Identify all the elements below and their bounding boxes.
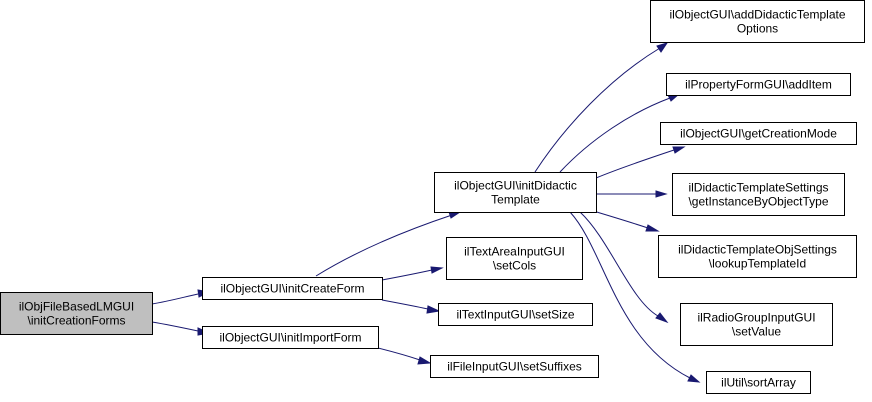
node-label-line: \setCols xyxy=(493,259,536,273)
edge-didactic-to-addDidactic xyxy=(534,42,669,173)
edge-importForm-to-setSuffixes xyxy=(377,347,432,365)
node-ilObjectGUI-initCreateForm[interactable]: ilObjectGUI\initCreateForm xyxy=(202,277,383,300)
node-label-line: ilFileInputGUI\setSuffixes xyxy=(447,360,582,374)
node-label-line: ilObjectGUI\initDidactic xyxy=(454,179,577,193)
node-ilFileInputGUI-setSuffixes[interactable]: ilFileInputGUI\setSuffixes xyxy=(430,355,599,378)
node-label-line: ilTextAreaInputGUI xyxy=(464,245,565,259)
node-ilRadioGroupInputGUI-setValue[interactable]: ilRadioGroupInputGUI\setValue xyxy=(680,303,833,346)
node-label-line: ilUtil\sortArray xyxy=(721,376,796,390)
node-label-line: ilTextInputGUI\setSize xyxy=(456,308,574,322)
nodes: ilObjFileBasedLMGUI\initCreationForms il… xyxy=(0,0,865,394)
node-ilPropertyFormGUI-addItem[interactable]: ilPropertyFormGUI\addItem xyxy=(666,73,851,96)
node-ilObjectGUI-initImportForm[interactable]: ilObjectGUI\initImportForm xyxy=(202,326,379,349)
node-label-line: ilObjectGUI\getCreationMode xyxy=(680,127,837,141)
edge-didactic-to-sortArray xyxy=(569,211,701,383)
edge-didactic-to-getInstance xyxy=(595,190,668,198)
node-label-line: ilObjectGUI\addDidacticTemplate xyxy=(669,8,845,22)
edge-root-to-createForm xyxy=(151,289,211,305)
node-ilDidacticTemplateSettings-getInstanceByObjectType[interactable]: ilDidacticTemplateSettings\getInstanceBy… xyxy=(672,173,845,216)
node-ilUtil-sortArray[interactable]: ilUtil\sortArray xyxy=(706,371,811,394)
node-ilTextAreaInputGUI-setCols[interactable]: ilTextAreaInputGUI\setCols xyxy=(446,237,583,280)
edge-root-to-importForm xyxy=(151,321,211,336)
node-label-line: ilDidacticTemplateObjSettings xyxy=(678,243,837,257)
edge-didactic-to-lookup xyxy=(589,209,660,232)
node-label-line: ilRadioGroupInputGUI xyxy=(697,311,815,325)
edge-didactic-to-creationMode xyxy=(595,146,686,179)
node-ilTextInputGUI-setSize[interactable]: ilTextInputGUI\setSize xyxy=(438,303,593,326)
edge-createForm-to-didactic xyxy=(315,211,462,277)
node-label-line: ilPropertyFormGUI\addItem xyxy=(685,78,832,92)
node-label-line: \initCreationForms xyxy=(27,314,125,328)
node-ilDidacticTemplateObjSettings-lookupTemplateId[interactable]: ilDidacticTemplateObjSettings\lookupTemp… xyxy=(658,235,857,278)
node-ilObjectGUI-getCreationMode[interactable]: ilObjectGUI\getCreationMode xyxy=(660,122,857,145)
edges xyxy=(151,42,701,383)
node-label-line: ilDidacticTemplateSettings xyxy=(688,181,828,195)
node-label-line: Options xyxy=(737,22,778,36)
node-label-line: ilObjFileBasedLMGUI xyxy=(19,300,134,314)
node-label-line: ilObjectGUI\initCreateForm xyxy=(220,282,364,296)
node-ilObjFileBasedLMGUI-initCreationForms[interactable]: ilObjFileBasedLMGUI\initCreationForms xyxy=(0,292,153,335)
node-label-line: Template xyxy=(491,193,540,207)
node-label-line: \getInstanceByObjectType xyxy=(688,195,828,209)
node-label-line: \setValue xyxy=(732,325,781,339)
edge-didactic-to-setValue xyxy=(579,211,669,324)
node-label-line: ilObjectGUI\initImportForm xyxy=(219,331,361,345)
node-label-line: \lookupTemplateId xyxy=(709,257,806,271)
edge-createForm-to-setSize xyxy=(381,299,441,314)
edge-createForm-to-setCols xyxy=(381,266,444,281)
